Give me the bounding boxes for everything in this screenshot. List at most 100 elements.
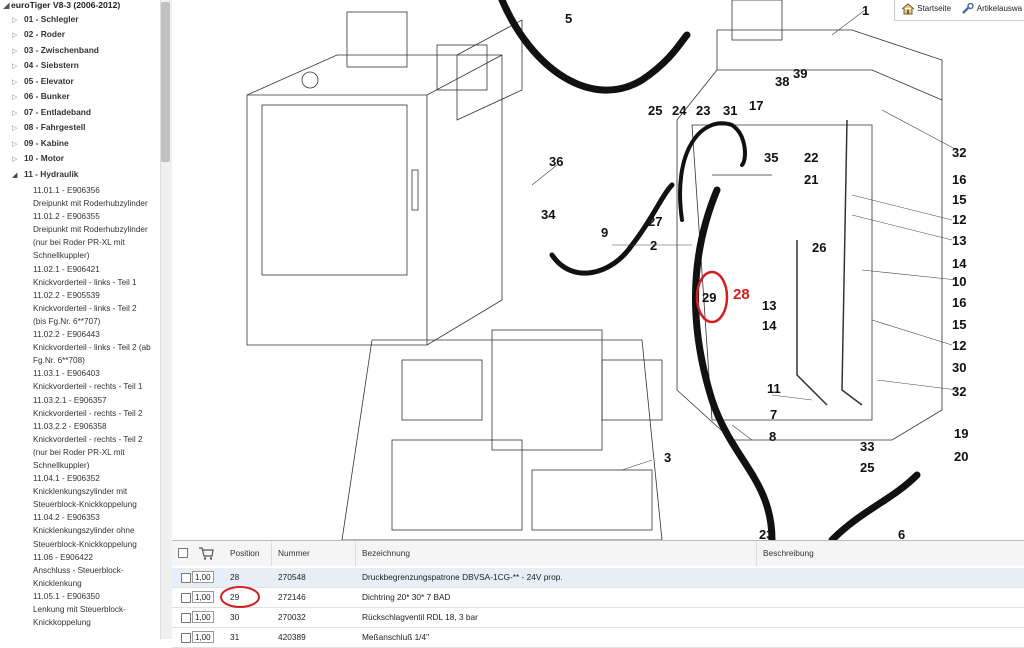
collapsed-arrow-icon[interactable]: ▷ — [12, 63, 18, 70]
subtree-line[interactable]: 11.04.1 - E906352 — [33, 474, 100, 484]
subtree-line[interactable]: Dreipunkt mit Roderhubzylinder — [33, 225, 148, 235]
home-button[interactable]: Startseite — [901, 3, 951, 17]
tree-item-siebstern[interactable]: ▷04 - Siebstern — [12, 61, 79, 74]
svg-text:7: 7 — [770, 407, 777, 422]
callout-28-highlight: 28 — [733, 286, 750, 303]
collapsed-arrow-icon[interactable]: ▷ — [12, 156, 18, 163]
svg-text:13: 13 — [762, 298, 776, 313]
top-toolbar: Startseite Artikelauswa — [894, 0, 1024, 21]
tree-item-zwischenband[interactable]: ▷ 03 - Zwischenband — [12, 46, 99, 59]
subtree-line[interactable]: (nur bei Roder PR-XL mit — [33, 238, 125, 248]
subtree-line[interactable]: 11.01.2 - E906355 — [33, 212, 100, 222]
quantity-input[interactable]: 1,00 — [192, 591, 214, 603]
tree-item-schlegler[interactable]: ▷ 01 - Schlegler — [12, 15, 78, 28]
wrench-icon — [962, 3, 974, 14]
subtree-line[interactable]: 11.02.2 - E906443 — [33, 330, 100, 340]
subtree-line[interactable]: Knickvorderteil - rechts - Teil 2 — [33, 408, 143, 418]
subtree-line[interactable]: Schnellkuppler) — [33, 460, 90, 470]
header-position[interactable]: Position — [224, 541, 272, 566]
header-designation[interactable]: Bezeichnung — [356, 541, 757, 566]
exploded-parts-drawing[interactable]: 1 5 38 39 17 25 24 23 31 36 35 22 21 32 … — [172, 0, 1024, 540]
articles-button[interactable]: Artikelauswa — [961, 3, 1022, 17]
svg-text:38: 38 — [775, 74, 789, 89]
tree-item-motor[interactable]: ▷10 - Motor — [12, 154, 64, 167]
collapsed-arrow-icon[interactable]: ▷ — [12, 17, 18, 24]
tank-outline — [246, 54, 503, 346]
subtree-line[interactable]: Steuerblock-Knickkoppelung — [33, 500, 137, 510]
subtree-line[interactable]: Knickvorderteil - links - Teil 2 (ab — [33, 343, 151, 353]
subtree-line[interactable]: 11.03.2.1 - E906357 — [33, 395, 107, 405]
svg-text:35: 35 — [764, 150, 778, 165]
subtree-line[interactable]: 11.05.1 - E906350 — [33, 591, 100, 601]
hose-6 — [828, 471, 921, 540]
callout-29: 29 — [702, 290, 716, 305]
tree-item-hydraulik[interactable]: ◢11 - Hydraulik — [12, 170, 78, 183]
subtree-line[interactable]: 11.03.1 - E906403 — [33, 369, 100, 379]
expanded-arrow-icon[interactable]: ◢ — [3, 0, 10, 10]
row-checkbox[interactable] — [181, 633, 191, 643]
tree-item-bunker[interactable]: ▷06 - Bunker — [12, 92, 70, 105]
subtree-line[interactable]: 11.04.2 - E906353 — [33, 513, 100, 523]
subtree-line[interactable]: Steuerblock-Knickkoppelung — [33, 539, 137, 549]
subtree-line[interactable]: 11.01.1 - E906356 — [33, 186, 100, 195]
table-row[interactable]: 1,00 29 272146 Dichtring 20* 30* 7 BAD — [172, 588, 1024, 608]
collapsed-arrow-icon[interactable]: ▷ — [12, 32, 18, 39]
highlight-circle-29 — [695, 270, 729, 324]
subtree-line[interactable]: Knickvorderteil - rechts - Teil 2 — [33, 434, 143, 444]
row-checkbox[interactable] — [181, 573, 191, 583]
svg-text:27: 27 — [648, 214, 662, 229]
subtree-line[interactable]: Fg.Nr. 6**708) — [33, 356, 85, 366]
subtree-line[interactable]: (bis Fg.Nr. 6**707) — [33, 316, 101, 326]
subtree-line[interactable]: Knickvorderteil - rechts - Teil 1 — [33, 382, 143, 392]
collapsed-arrow-icon[interactable]: ▷ — [12, 79, 18, 86]
expanded-arrow-icon[interactable]: ◢ — [12, 172, 18, 179]
row-designation: Dichtring 20* 30* 7 BAD — [362, 592, 451, 602]
quantity-input[interactable]: 1,00 — [192, 611, 214, 623]
collapsed-arrow-icon[interactable]: ▷ — [12, 141, 18, 148]
subtree-line[interactable]: 11.03.2.2 - E906358 — [33, 421, 107, 431]
tree-item-fahrgestell[interactable]: ▷08 - Fahrgestell — [12, 123, 85, 136]
table-row[interactable]: 1,00 28 270548 Druckbegrenzungspatrone D… — [172, 568, 1024, 588]
quantity-input[interactable]: 1,00 — [192, 631, 214, 643]
subtree-line[interactable]: Knicklenkung — [33, 578, 82, 588]
svg-text:39: 39 — [793, 66, 807, 81]
row-checkbox[interactable] — [181, 593, 191, 603]
quantity-input[interactable]: 1,00 — [192, 571, 214, 583]
tree-item-elevator[interactable]: ▷05 - Elevator — [12, 77, 74, 90]
subtree-line[interactable]: Knicklenkungszylinder ohne — [33, 526, 135, 536]
subtree-line[interactable]: 11.06 - E906422 — [33, 552, 93, 562]
collapsed-arrow-icon[interactable]: ▷ — [12, 110, 18, 117]
table-row[interactable]: 1,00 30 270032 Rückschlagventil RDL 18, … — [172, 608, 1024, 628]
svg-text:25: 25 — [860, 460, 874, 475]
tree-item-label: 03 - Zwischenband — [24, 45, 99, 55]
row-checkbox[interactable] — [181, 613, 191, 623]
subtree-line[interactable]: 11.02.2 - E905539 — [33, 290, 100, 300]
subtree-line[interactable]: Dreipunkt mit Roderhubzylinder — [33, 199, 148, 209]
subtree-line[interactable]: Lenkung mit Steuerblock- — [33, 605, 126, 614]
subtree-line[interactable]: Knickvorderteil - links - Teil 1 — [33, 277, 137, 287]
subtree-line[interactable]: Anschluss - Steuerblock- — [33, 565, 124, 575]
collapsed-arrow-icon[interactable]: ▷ — [12, 94, 18, 101]
subtree-line[interactable]: 11.02.1 - E906421 — [33, 264, 100, 274]
row-position: 28 — [230, 572, 240, 582]
header-description[interactable]: Beschreibung — [757, 541, 1024, 566]
tree-item-roder[interactable]: ▷02 - Roder — [12, 30, 65, 43]
table-row[interactable]: 1,00 31 420389 Meßanschluß 1/4" — [172, 628, 1024, 648]
select-all-checkbox[interactable] — [178, 548, 188, 558]
header-number[interactable]: Nummer — [272, 541, 356, 566]
collapsed-arrow-icon[interactable]: ▷ — [12, 125, 18, 132]
tree-root[interactable]: ◢euroTiger V8-3 (2006-2012) — [3, 1, 120, 10]
subtree-line[interactable]: Knickkoppelung — [33, 618, 91, 628]
sidebar-scroll-thumb[interactable] — [161, 2, 170, 162]
subtree-line[interactable]: Knickvorderteil - links - Teil 2 — [33, 303, 137, 313]
tree-item-entladeband[interactable]: ▷07 - Entladeband — [12, 108, 91, 121]
subtree-line[interactable]: Schnellkuppler) — [33, 251, 90, 261]
tree-item-label: 01 - Schlegler — [24, 14, 79, 24]
collapsed-arrow-icon[interactable]: ▷ — [12, 48, 18, 55]
tree-item-kabine[interactable]: ▷09 - Kabine — [12, 139, 69, 152]
row-designation: Rückschlagventil RDL 18, 3 bar — [362, 612, 478, 622]
subtree-line[interactable]: Knicklenkungszylinder mit — [33, 487, 128, 497]
subtree-line[interactable]: (nur bei Roder PR-XL mit — [33, 447, 125, 457]
row-number: 272146 — [278, 592, 306, 602]
tank-panel — [261, 104, 408, 276]
